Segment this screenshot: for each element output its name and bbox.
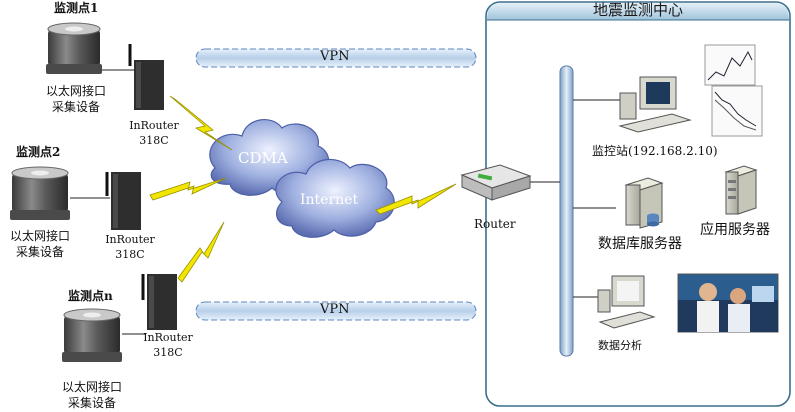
vpn-tunnel-bottom — [195, 301, 477, 321]
siten-device-line1: 以太网接口 — [61, 380, 122, 394]
wireless-links — [149, 95, 457, 283]
site1-device-line2: 采集设备 — [51, 100, 100, 114]
app-server-label: 应用服务器 — [700, 222, 770, 238]
data-analysis-pc-icon — [597, 275, 656, 329]
db-server-label: 数据库服务器 — [598, 236, 682, 252]
vpn-label-top: VPN — [320, 49, 350, 64]
router-label: Router — [474, 217, 516, 231]
lightning-bolt-site2 — [149, 177, 227, 201]
site1-router-line2: 318C — [139, 134, 169, 147]
vpn-label-bottom: VPN — [320, 302, 350, 317]
inrouter-site1-icon — [128, 44, 164, 110]
site2-device-line1: 以太网接口 — [9, 229, 70, 243]
siten-router-line2: 318C — [153, 346, 183, 359]
monitor-workstation-icon — [618, 76, 692, 133]
siten-name: 监测点n — [68, 289, 113, 303]
site2-device-line2: 采集设备 — [15, 245, 64, 259]
site2-name: 监测点2 — [16, 145, 61, 159]
siten-router-line1: InRouter — [143, 331, 193, 344]
internet-label: Internet — [300, 192, 359, 208]
cdma-label: CDMA — [238, 149, 288, 167]
inrouter-site2-icon — [105, 172, 141, 230]
site2-router-line1: InRouter — [105, 233, 155, 246]
database-server-icon — [624, 177, 664, 229]
sensor-device-site1 — [46, 22, 102, 74]
lightning-bolt-siten — [177, 221, 225, 283]
lightning-bolt-router — [375, 183, 457, 215]
application-server-icon — [724, 165, 758, 215]
chart-thumbnail-icon — [704, 44, 763, 137]
vpn-tunnel-top — [195, 48, 477, 68]
center-backbone — [559, 65, 574, 357]
site1-name: 监测点1 — [54, 1, 99, 15]
site2-router-line2: 318C — [115, 248, 145, 261]
inrouter-siten-icon — [141, 274, 177, 330]
monitor-station-label: 监控站(192.168.2.10) — [592, 144, 718, 158]
core-router-icon — [460, 164, 532, 201]
lightning-bolt-site1 — [169, 95, 233, 151]
siten-device-line2: 采集设备 — [67, 396, 116, 410]
sensor-device-siten — [62, 308, 122, 362]
analysts-photo — [677, 273, 779, 333]
sensor-device-site2 — [10, 166, 70, 220]
ethernet-cables — [70, 69, 146, 335]
site1-device-line1: 以太网接口 — [45, 84, 106, 98]
internet-cloud — [275, 158, 395, 238]
data-analysis-label: 数据分析 — [598, 339, 642, 352]
center-title: 地震监测中心 — [592, 1, 683, 19]
site1-router-line1: InRouter — [129, 119, 179, 132]
